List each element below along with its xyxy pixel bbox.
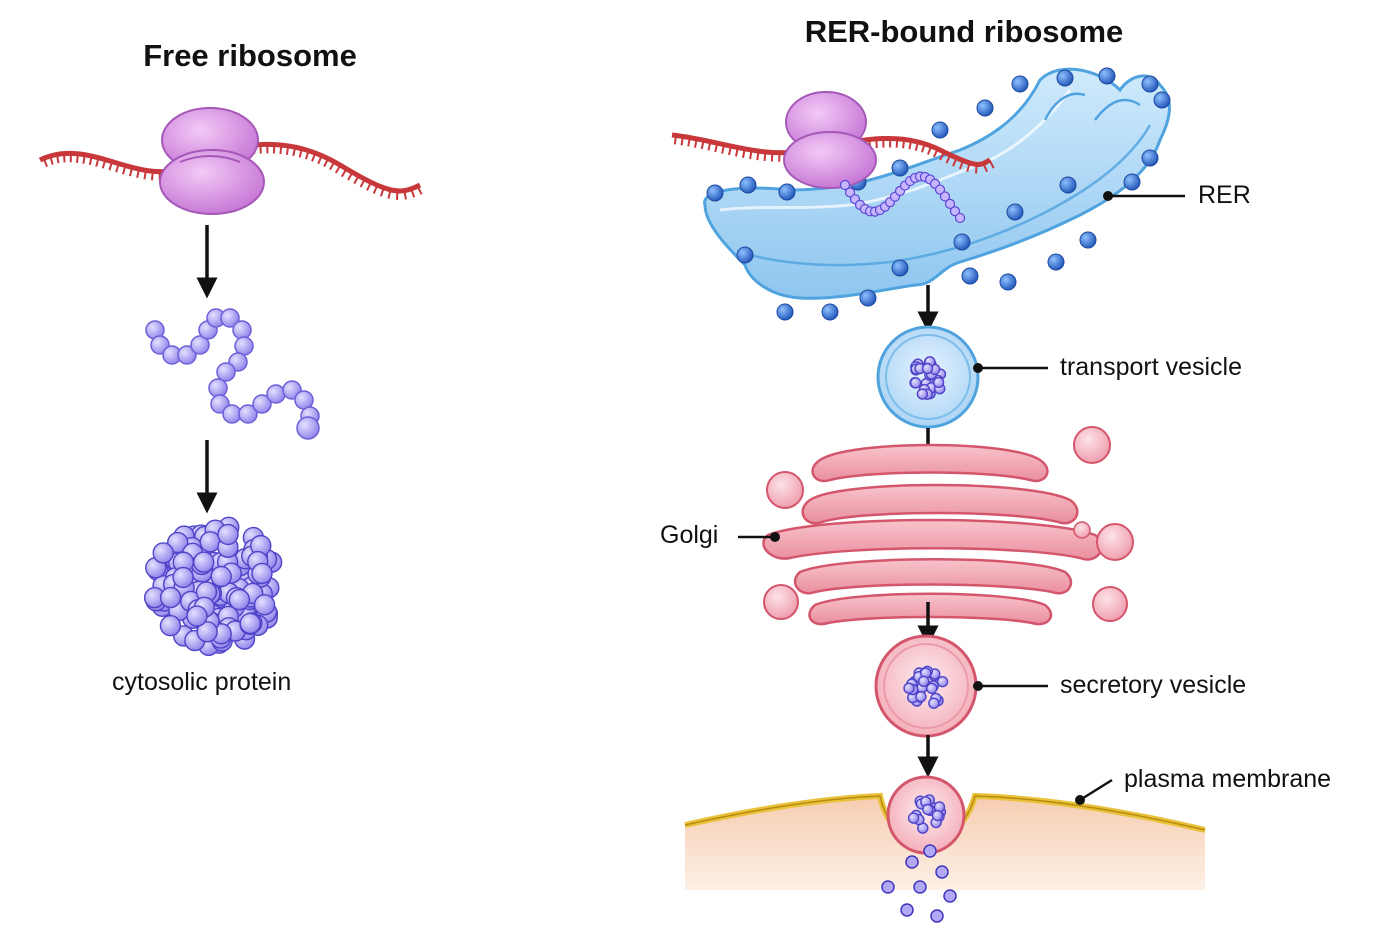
rer-bound-ribosome-title: RER-bound ribosome [805, 14, 1124, 50]
rer-bound-ribosome [784, 92, 876, 188]
transport-vesicle-label: transport vesicle [1060, 353, 1242, 382]
plasma-membrane-region [685, 777, 1205, 922]
secretory-vesicle-label: secretory vesicle [1060, 671, 1246, 700]
golgi-apparatus [763, 427, 1133, 624]
golgi-label: Golgi [660, 521, 718, 550]
polypeptide-chain [146, 309, 319, 439]
cytosolic-protein-folded [145, 517, 282, 655]
plasma-membrane-label: plasma membrane [1124, 765, 1331, 794]
transport-vesicle [878, 327, 978, 427]
rer-label: RER [1198, 181, 1251, 210]
free-ribosome-title: Free ribosome [143, 38, 357, 74]
free-ribosome [160, 108, 264, 214]
cytosolic-protein-label: cytosolic protein [112, 668, 291, 697]
secretory-vesicle [876, 636, 976, 736]
rer-organelle [705, 68, 1170, 320]
